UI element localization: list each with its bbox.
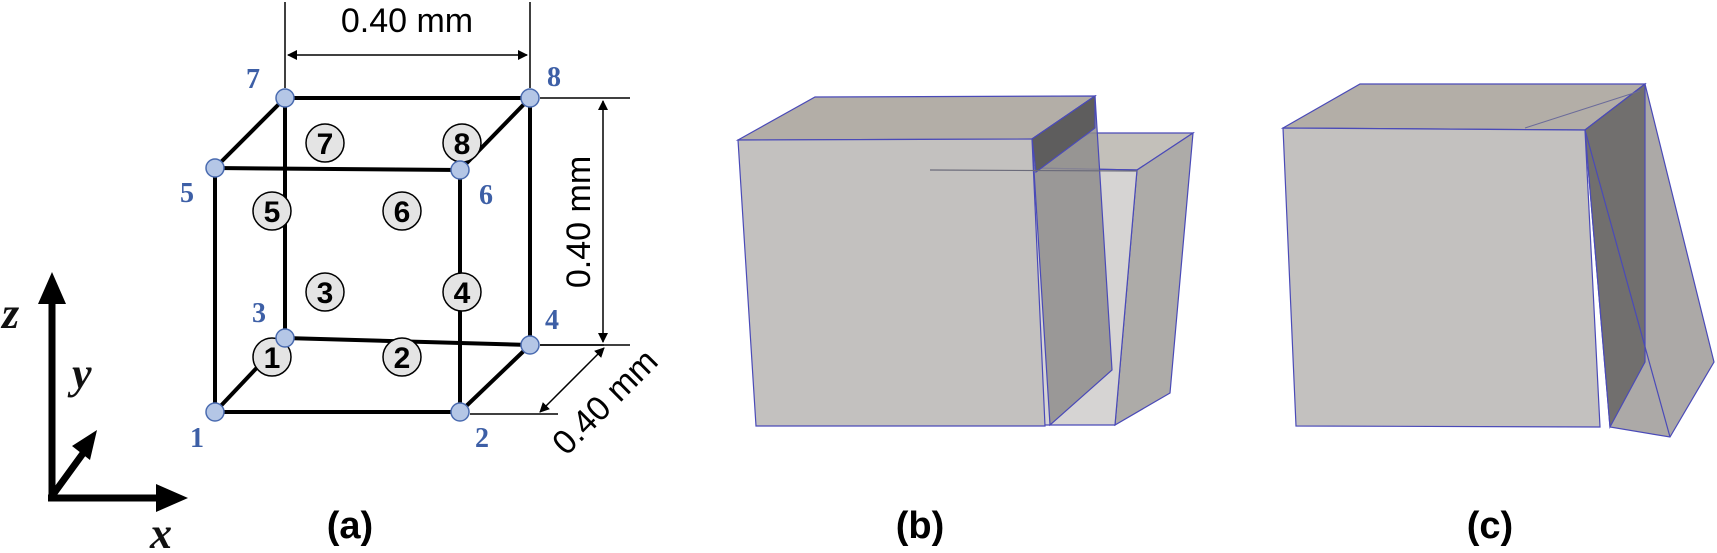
solid-b-dark-band bbox=[1031, 94, 1096, 174]
axes-triad: z y x bbox=[0, 272, 188, 553]
node-label-6: 6 bbox=[479, 180, 493, 211]
node-dot-5 bbox=[205, 158, 225, 178]
node-label-4: 4 bbox=[545, 305, 559, 336]
node-label-5: 5 bbox=[180, 178, 194, 209]
dimension-depth: 0.40 mm bbox=[470, 342, 665, 462]
node-dot-1 bbox=[205, 402, 225, 422]
node-label-2: 2 bbox=[475, 423, 489, 454]
dimension-right-label: 0.40 mm bbox=[560, 156, 598, 288]
svg-text:4: 4 bbox=[454, 277, 471, 310]
svg-text:2: 2 bbox=[394, 342, 411, 375]
solid-c-shear-line bbox=[1584, 129, 1671, 438]
x-axis-arrowhead bbox=[156, 484, 188, 512]
element-marker-4: 4 bbox=[442, 272, 482, 312]
dimension-depth-label: 0.40 mm bbox=[545, 342, 665, 462]
node-label-8: 8 bbox=[547, 62, 561, 93]
element-markers: 1 2 3 4 5 6 7 8 bbox=[252, 123, 482, 377]
solid-c-shear-line-2 bbox=[1524, 90, 1641, 129]
y-axis-label: y bbox=[67, 349, 92, 398]
y-axis-arrowhead bbox=[72, 430, 97, 460]
node-label-3: 3 bbox=[252, 298, 266, 329]
element-marker-3: 3 bbox=[305, 272, 345, 312]
node-dot-3 bbox=[275, 328, 295, 348]
svg-text:3: 3 bbox=[317, 277, 334, 310]
svg-text:6: 6 bbox=[394, 196, 411, 229]
solid-c-front bbox=[1282, 127, 1601, 428]
node-dot-8 bbox=[520, 88, 540, 108]
solid-b-front bbox=[737, 138, 1046, 427]
node-dot-7 bbox=[275, 88, 295, 108]
element-marker-2: 2 bbox=[382, 337, 422, 377]
solid-b bbox=[735, 94, 1195, 427]
z-axis-label: z bbox=[0, 289, 19, 338]
solid-c-dark-band bbox=[1584, 82, 1646, 430]
node-dot-4 bbox=[520, 335, 540, 355]
node-labels: 1 2 3 4 5 6 7 8 bbox=[180, 62, 561, 454]
panel-label-b: (b) bbox=[896, 505, 945, 547]
dimension-right: 0.40 mm bbox=[540, 97, 630, 346]
cube-mesh bbox=[213, 96, 532, 414]
node-label-7: 7 bbox=[246, 64, 260, 95]
node-dot-2 bbox=[450, 402, 470, 422]
panel-label-c: (c) bbox=[1467, 505, 1513, 547]
svg-text:8: 8 bbox=[454, 128, 471, 161]
solid-b-crack-line bbox=[929, 169, 1138, 172]
panel-label-a: (a) bbox=[327, 505, 373, 547]
element-marker-6: 6 bbox=[382, 191, 422, 231]
y-axis-arrow bbox=[49, 449, 87, 499]
dimension-top-label: 0.40 mm bbox=[341, 2, 473, 40]
element-marker-1: 1 bbox=[252, 337, 292, 377]
element-marker-8: 8 bbox=[442, 123, 482, 163]
node-dots bbox=[205, 88, 540, 422]
svg-text:1: 1 bbox=[264, 342, 281, 375]
svg-text:7: 7 bbox=[317, 128, 334, 161]
element-marker-5: 5 bbox=[252, 191, 292, 231]
x-axis-label: x bbox=[149, 509, 172, 553]
element-marker-7: 7 bbox=[305, 123, 345, 163]
node-label-1: 1 bbox=[190, 423, 204, 454]
svg-text:5: 5 bbox=[264, 196, 281, 229]
solid-c bbox=[1280, 82, 1715, 438]
dimension-top: 0.40 mm bbox=[284, 2, 531, 88]
z-axis-arrowhead bbox=[38, 272, 66, 304]
node-dot-6 bbox=[450, 160, 470, 180]
